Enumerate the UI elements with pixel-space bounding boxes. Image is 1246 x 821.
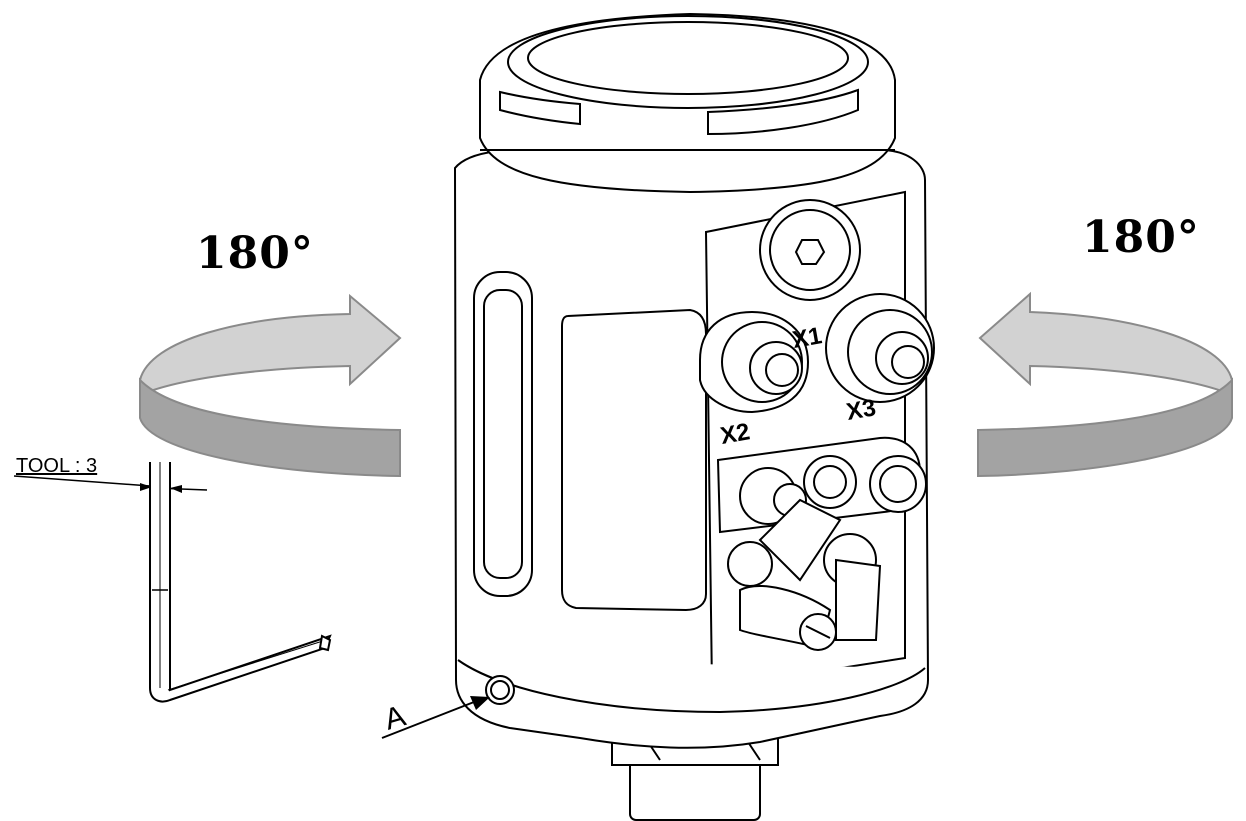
rotate-arrow-right-icon (977, 291, 1233, 478)
port-labels: X1 X2 X3 (718, 322, 878, 450)
pneumatic-fittings (716, 436, 927, 651)
port-x2-label: X2 (718, 418, 752, 450)
callout-a-arrow: A (381, 696, 490, 739)
port-x2-connector (699, 310, 810, 414)
rotate-arrow-left-icon (139, 293, 402, 478)
hex-key-tool-icon (13, 462, 332, 703)
port-x3-label: X3 (844, 394, 878, 426)
rotation-angle-right: 180° (1082, 212, 1200, 263)
callout-a-label: A (381, 699, 409, 736)
rotation-angle-left: 180° (196, 228, 314, 279)
tool-size-label: TOOL : 3 (16, 455, 97, 477)
port-x1-connector (759, 199, 861, 301)
port-x1-label: X1 (790, 322, 824, 354)
port-x3-connector (825, 293, 935, 403)
